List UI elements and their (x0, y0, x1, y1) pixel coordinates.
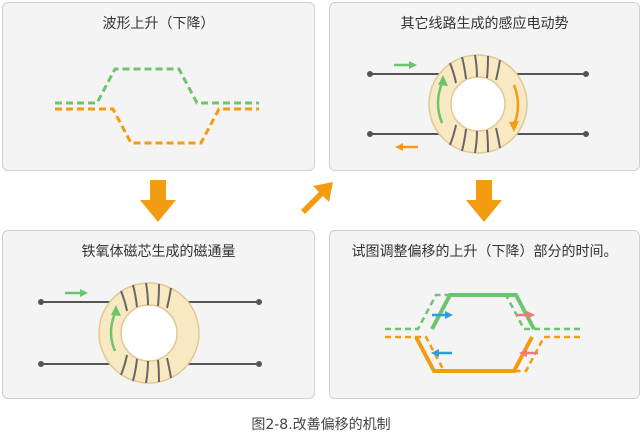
orange-block-arrow-icon (466, 180, 502, 222)
flow-arrow-down-right (466, 180, 502, 222)
wire-terminal (583, 71, 589, 77)
skew-adjust-diagram (385, 293, 580, 373)
wire-terminal (256, 299, 262, 305)
ferrite-core-icon (428, 54, 528, 154)
panel-skew-adjust: 试图调整偏移的上升（下降）部分的时间。 (329, 230, 640, 399)
shift-arrow-icon (519, 349, 527, 357)
current-direction-arrow-icon (80, 289, 88, 297)
green-dashed-original (385, 293, 580, 331)
current-direction-arrow-icon (438, 75, 448, 86)
flow-arrow-down-left (140, 180, 176, 222)
wire-terminal (583, 131, 589, 137)
ferrite-flux-diagram (38, 282, 262, 384)
flux-direction-arrow-icon (109, 312, 117, 352)
flow-arrow-diagonal (301, 182, 333, 214)
panel-title: 波形上升（下降） (102, 16, 215, 32)
panel-title: 铁氧体磁芯生成的磁通量 (81, 244, 236, 260)
shift-arrow-icon (431, 349, 439, 357)
green-signal-wave (55, 67, 259, 105)
orange-block-arrow-icon (301, 182, 333, 214)
current-direction-arrow-icon (395, 143, 403, 151)
orange-dashed-original (385, 335, 580, 373)
wire-terminal (367, 71, 373, 77)
figure-caption: 图2-8.改善偏移的机制 (251, 417, 391, 433)
wire-terminal (367, 131, 373, 137)
wire-terminal (38, 361, 44, 367)
wire-terminal (38, 299, 44, 305)
wire-terminal (256, 361, 262, 367)
shift-arrow-icon (527, 311, 535, 319)
orange-block-arrow-icon (140, 180, 176, 222)
flux-direction-arrow-icon (111, 305, 121, 316)
green-solid-adjusted (430, 293, 536, 330)
current-direction-arrow-icon (436, 82, 444, 124)
shift-arrow-icon (445, 311, 453, 319)
ferrite-induction-diagram (367, 54, 589, 154)
current-direction-arrow-icon (409, 61, 417, 69)
orange-signal-wave (55, 107, 259, 145)
waveform-diagram (55, 67, 259, 145)
panel-induced-emf: 其它线路生成的感应电动势 (329, 2, 640, 171)
panel-ferrite-flux: 铁氧体磁芯生成的磁通量 (2, 230, 315, 399)
current-direction-arrow-icon (509, 121, 519, 132)
panel-title: 试图调整偏移的上升（下降）部分的时间。 (351, 244, 618, 260)
panel-title: 其它线路生成的感应电动势 (400, 16, 569, 32)
ferrite-core-icon (98, 282, 200, 384)
panel-waveform-rise-fall: 波形上升（下降） (2, 2, 315, 171)
